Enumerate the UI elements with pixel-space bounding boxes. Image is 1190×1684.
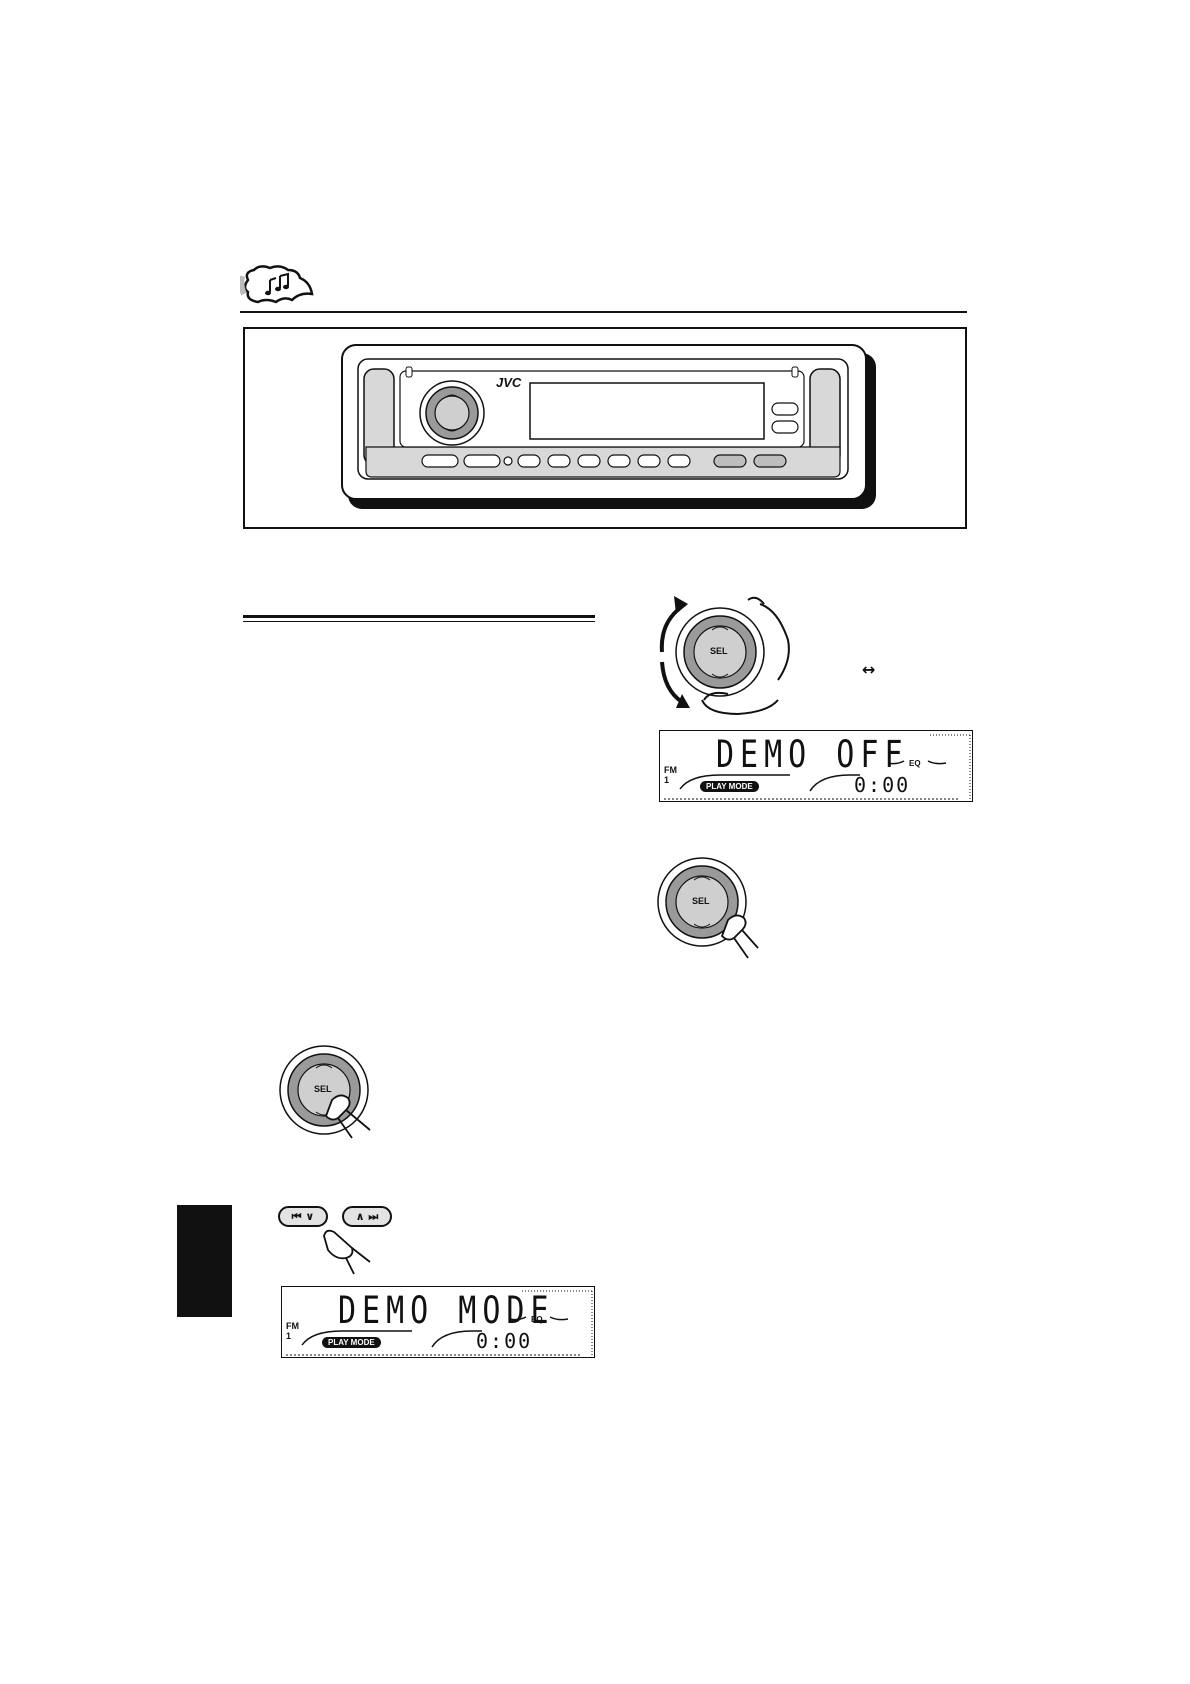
header-rule [240,311,967,313]
device-frame [243,327,967,529]
dial-sel-label: SEL [710,646,728,656]
lcd-play-mode-badge: PLAY MODE [322,1337,381,1348]
lcd-clock: 0:00 [854,773,911,797]
music-note-cloud-icon [238,265,314,304]
sel-knob-icon [279,1045,371,1139]
press-sel-label-left: SEL [314,1084,332,1094]
lcd-segments-decoration [286,1290,593,1356]
lcd-clock: 0:00 [476,1329,533,1353]
lcd-band-number: 1 [286,1331,292,1341]
lcd-eq-badge: EQ [909,759,921,768]
lcd-band-number: 1 [664,775,670,785]
skip-back-button[interactable]: ⏮ ∨ [278,1206,328,1227]
header-icon-wrap [238,262,320,310]
press-sel-label-right: SEL [692,896,710,906]
section-rule-thick [243,615,595,618]
car-stereo-illustration: JVC [340,343,880,513]
lcd-band: FM [286,1321,299,1331]
sel-knob-icon [657,857,759,959]
section-rule-thin [243,621,595,622]
finger-press-icon [323,1229,371,1275]
rotate-arrows-icon [659,596,790,716]
lcd-display-demo-mode: DEMO MODE FM 1 PLAY MODE EQ 0:00 [281,1286,595,1358]
press-sel-illustration-left: SEL [272,1038,382,1148]
lcd-main-text: DEMO OFF [716,733,909,777]
lcd-eq-badge: EQ [531,1315,543,1324]
car-stereo-faceplate [341,344,876,509]
lcd-play-mode-badge: PLAY MODE [700,781,759,792]
lcd-band: FM [664,765,677,775]
lcd-segments-decoration [664,734,971,800]
press-sel-illustration-right: SEL [650,850,760,960]
rotate-dial-illustration: SEL [648,590,798,720]
brand-logo: JVC [496,375,522,390]
language-side-tab [177,1205,232,1317]
lcd-display-demo-off: DEMO OFF FM 1 PLAY MODE EQ 0:00 [659,730,973,802]
skip-forward-button[interactable]: ∧ ⏭ [342,1206,392,1227]
lcd-main-text: DEMO MODE [338,1289,555,1333]
left-right-arrow-icon: ↔ [862,660,876,679]
